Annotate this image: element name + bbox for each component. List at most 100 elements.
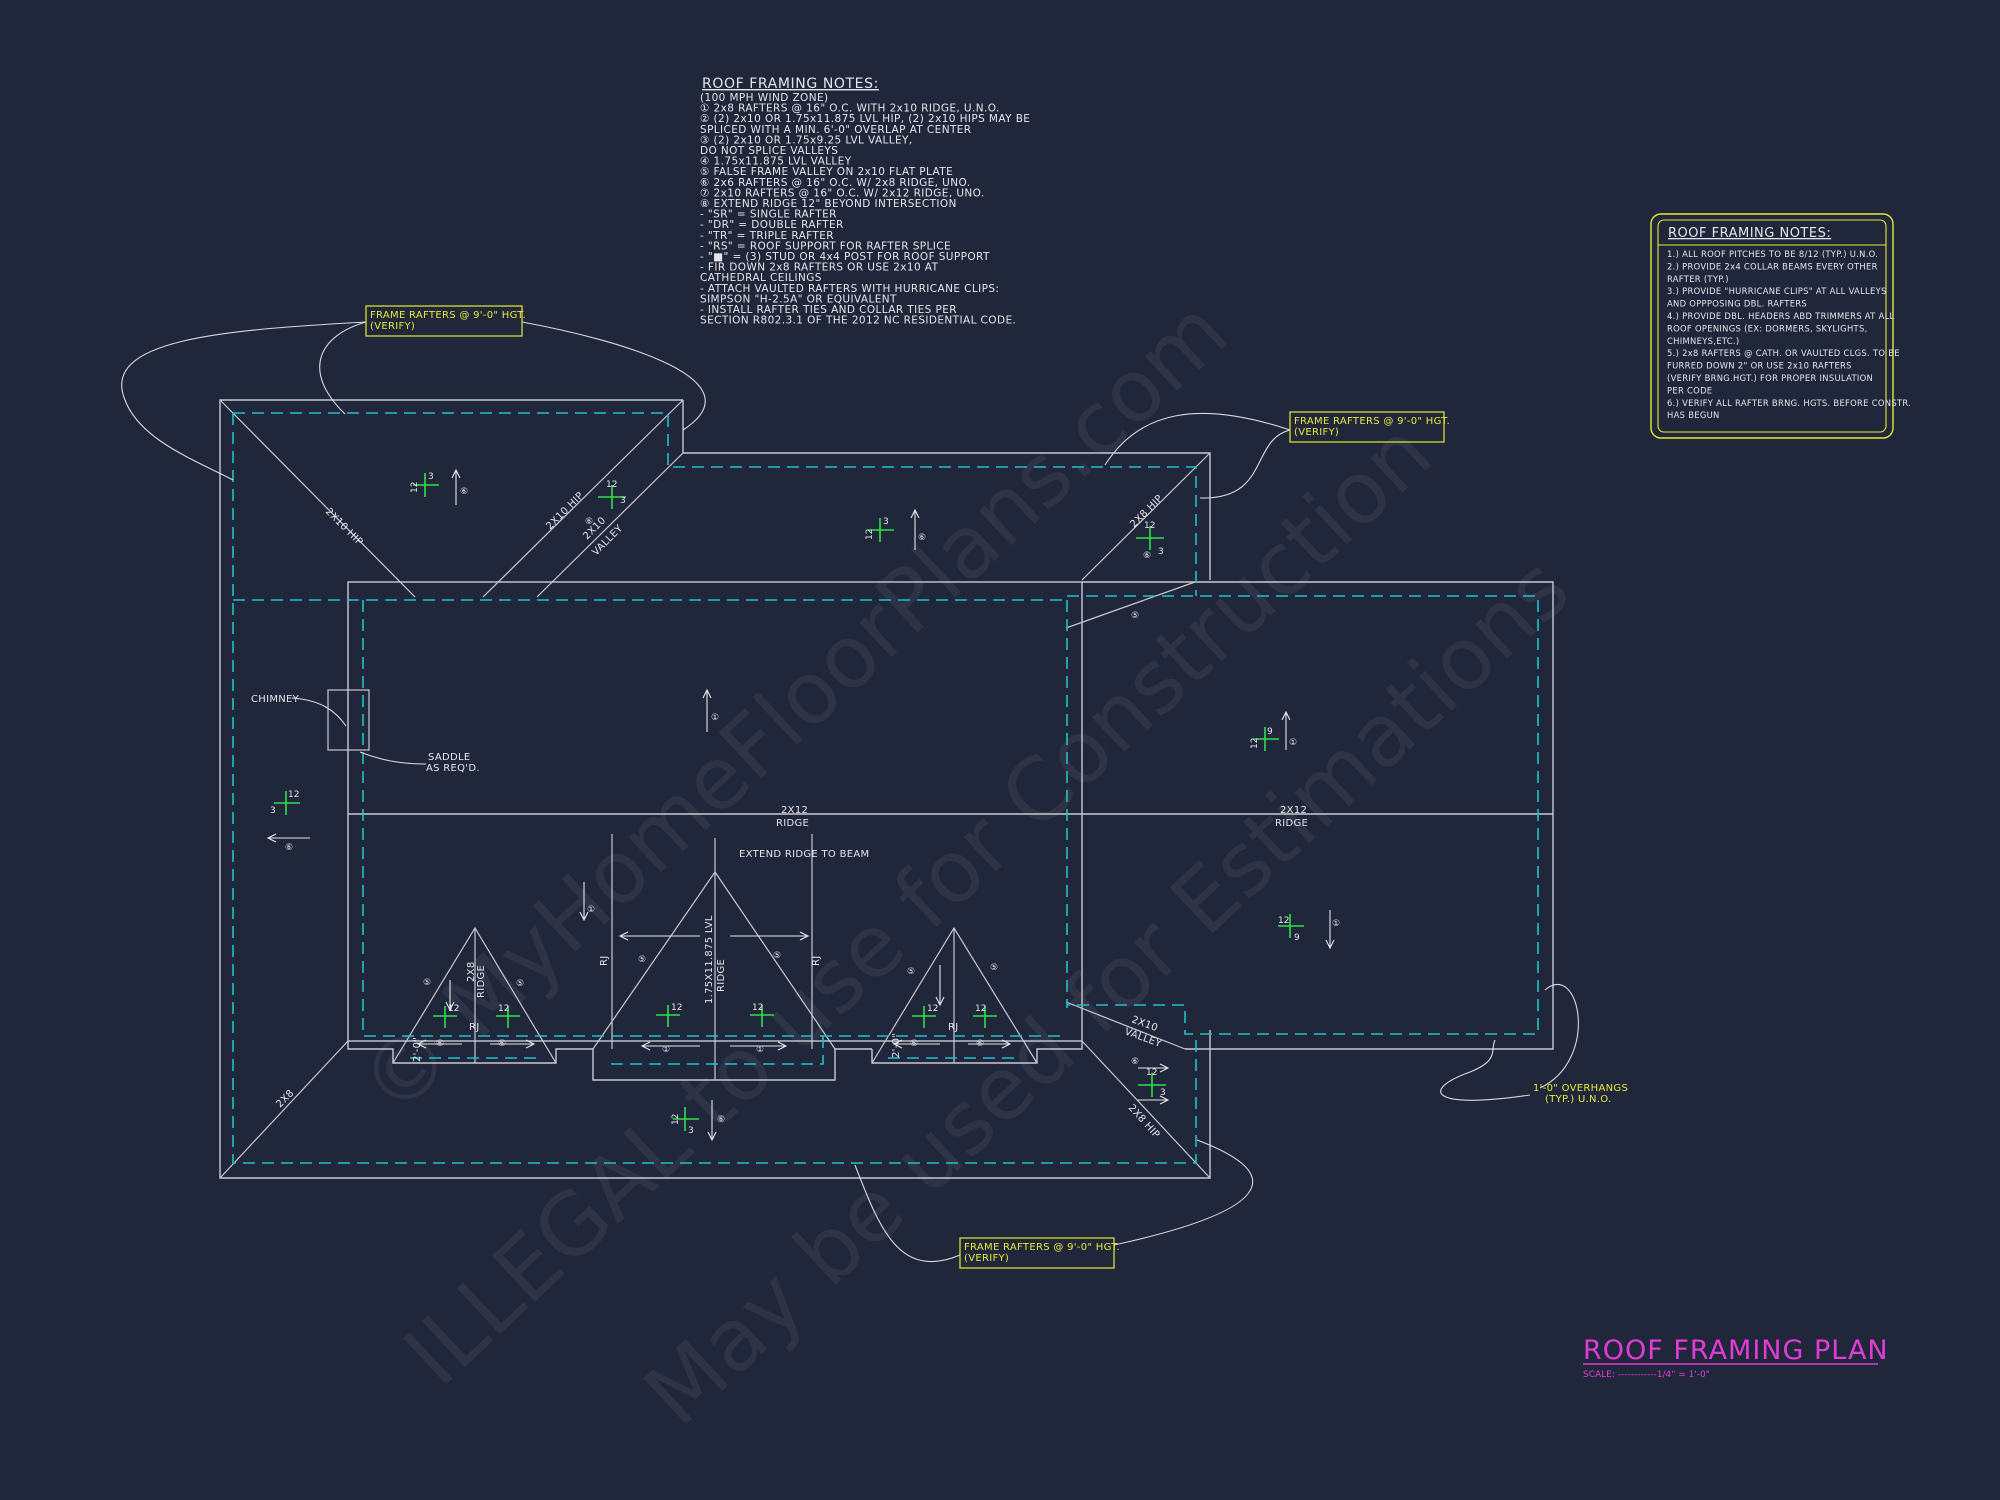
pitch-symbol: 3 12 bbox=[865, 517, 894, 542]
label-dormer-center-ridge: RIDGE bbox=[716, 959, 727, 992]
valley-right-upper bbox=[1065, 581, 1196, 629]
leader-chimney bbox=[291, 697, 347, 727]
leader-saddle bbox=[359, 751, 427, 765]
hip-lower-right bbox=[1081, 1040, 1211, 1179]
svg-text:12: 12 bbox=[671, 1114, 681, 1125]
hip-upper-left-2 bbox=[482, 399, 684, 598]
hip-upper-right bbox=[1081, 452, 1211, 581]
circled-six: ⑥ bbox=[285, 843, 293, 853]
svg-text:12: 12 bbox=[1278, 916, 1289, 926]
circled-one: ① bbox=[587, 905, 595, 915]
svg-text:12: 12 bbox=[448, 1004, 459, 1014]
hip-lower-left bbox=[219, 1040, 349, 1179]
label-saddle-req: AS REQ'D. bbox=[426, 763, 480, 774]
pitch-symbol: 9 12 bbox=[1278, 914, 1304, 943]
note-line: DO NOT SPLICE VALLEYS bbox=[700, 145, 838, 157]
svg-text:9: 9 bbox=[1267, 727, 1273, 737]
label-dim-left-dormer: 2'-0" bbox=[412, 1037, 423, 1062]
label-rj-right: RJ bbox=[811, 956, 822, 967]
label-main-ridge-word: RIDGE bbox=[776, 818, 809, 829]
svg-text:12: 12 bbox=[752, 1003, 763, 1013]
chimney-box bbox=[327, 689, 370, 751]
svg-text:(VERIFY): (VERIFY) bbox=[1294, 427, 1339, 438]
circled-six: ⑥ bbox=[976, 1039, 984, 1049]
circled-five: ⑤ bbox=[638, 955, 646, 965]
svg-text:12: 12 bbox=[865, 529, 875, 540]
roof-outline bbox=[219, 399, 1554, 1179]
svg-text:3: 3 bbox=[883, 517, 889, 527]
label-right-ridge-word: RIDGE bbox=[1275, 818, 1308, 829]
svg-text:FRAME RAFTERS @ 9'-0" HGT.: FRAME RAFTERS @ 9'-0" HGT. bbox=[964, 1242, 1120, 1253]
note-line: (VERIFY BRNG.HGT.) FOR PROPER INSULATION bbox=[1667, 373, 1873, 383]
note-line: 3.) PROVIDE "HURRICANE CLIPS" AT ALL VAL… bbox=[1667, 286, 1887, 296]
pitch-symbol: 9 12 bbox=[1250, 727, 1279, 751]
svg-text:3: 3 bbox=[1160, 1088, 1166, 1098]
pitch-symbols: 3 12 12 3 3 12 12 3 3 12 9 12 bbox=[270, 472, 1304, 1136]
note-line: - INSTALL RAFTER TIES AND COLLAR TIES PE… bbox=[700, 304, 957, 316]
wall-dashed-lines bbox=[232, 412, 1539, 1164]
leader-frame-top-left-a bbox=[121, 321, 367, 481]
dash-left-lower bbox=[232, 413, 1197, 1164]
note-line: 4.) PROVIDE DBL. HEADERS ABD TRIMMERS AT… bbox=[1667, 311, 1895, 321]
pitch-symbol: 3 12 bbox=[270, 790, 300, 816]
frame-callout-bottom: FRAME RAFTERS @ 9'-0" HGT. (VERIFY) bbox=[959, 1237, 1120, 1269]
circled-one: ① bbox=[662, 1045, 670, 1055]
note-line: 5.) 2x8 RAFTERS @ CATH. OR VAULTED CLGS.… bbox=[1667, 348, 1900, 358]
svg-text:3: 3 bbox=[688, 1126, 694, 1136]
note-line: CHIMNEYS,ETC.) bbox=[1667, 336, 1739, 346]
hip-upper-left bbox=[219, 399, 416, 598]
label-rj-dormer-left: RJ bbox=[469, 1022, 480, 1033]
circled-five: ⑤ bbox=[773, 951, 781, 961]
dash-right-wing bbox=[1067, 595, 1539, 1035]
circled-six: ⑥ bbox=[585, 517, 593, 527]
pitch-symbol: 3 12 bbox=[410, 472, 439, 497]
note-line: ② (2) 2x10 OR 1.75x11.875 LVL HIP, (2) 2… bbox=[700, 113, 1030, 125]
valley-right-lower bbox=[1065, 1001, 1186, 1050]
note-line: SIMPSON "H-2.5A" OR EQUIVALENT bbox=[700, 293, 897, 305]
note-line: ④ 1.75x11.875 LVL VALLEY bbox=[700, 156, 852, 168]
valley-upper bbox=[536, 452, 684, 598]
note-line: RAFTER (TYP.) bbox=[1667, 274, 1729, 284]
pitch-symbol: 12 3 bbox=[1136, 521, 1164, 557]
svg-text:12: 12 bbox=[498, 1004, 509, 1014]
label-2x8-hip-lower-right: 2X8 HIP bbox=[1126, 1103, 1162, 1141]
circled-one: ① bbox=[711, 713, 719, 723]
note-line: AND OPPPOSING DBL. RAFTERS bbox=[1667, 299, 1807, 309]
circled-six: ⑥ bbox=[1143, 551, 1151, 561]
label-dormer-left-2x8: 2X8 bbox=[466, 962, 477, 982]
svg-text:12: 12 bbox=[671, 1003, 682, 1013]
circled-one: ① bbox=[756, 1045, 764, 1055]
note-line: ⑤ FALSE FRAME VALLEY ON 2x10 FLAT PLATE bbox=[700, 166, 953, 178]
pitch-symbol: 12 bbox=[973, 1004, 997, 1028]
circled-one: ① bbox=[1289, 738, 1297, 748]
side-notes-title: ROOF FRAMING NOTES: bbox=[1668, 226, 1831, 241]
leader-lines bbox=[121, 321, 1579, 1262]
svg-text:3: 3 bbox=[270, 806, 276, 816]
svg-text:12: 12 bbox=[975, 1004, 986, 1014]
note-line: (100 MPH WIND ZONE) bbox=[700, 92, 829, 104]
label-saddle: SADDLE bbox=[428, 752, 470, 763]
dash-upper bbox=[233, 412, 1197, 596]
leader-overhang-a bbox=[1440, 1039, 1531, 1101]
circled-one: ① bbox=[1332, 919, 1340, 929]
circled-six: ⑥ bbox=[498, 1039, 506, 1049]
label-overhangs-typ: (TYP.) U.N.O. bbox=[1545, 1094, 1612, 1105]
pitch-symbol: 3 12 bbox=[671, 1107, 699, 1136]
right-wing-outline bbox=[1082, 581, 1554, 1050]
note-line: - ATTACH VAULTED RAFTERS WITH HURRICANE … bbox=[700, 283, 999, 295]
side-notes-lines: 1.) ALL ROOF PITCHES TO BE 8/12 (TYP.) U… bbox=[1667, 249, 1911, 420]
leader-frame-top-left-c bbox=[521, 321, 706, 431]
note-line: CATHEDRAL CEILINGS bbox=[700, 272, 822, 284]
circled-five: ⑤ bbox=[907, 967, 915, 977]
leader-frame-bottom-b bbox=[1113, 1139, 1254, 1246]
dormer-right-eave bbox=[871, 1041, 1083, 1064]
svg-text:12: 12 bbox=[410, 482, 420, 493]
title-block: ROOF FRAMING PLAN SCALE: ------------1/4… bbox=[1583, 1335, 1888, 1380]
note-line: - FIR DOWN 2x8 RAFTERS OR USE 2x10 AT bbox=[700, 262, 939, 274]
note-line: - "SR" = SINGLE RAFTER bbox=[700, 209, 837, 221]
leader-frame-right-b bbox=[1104, 412, 1291, 466]
main-notes-title: ROOF FRAMING NOTES: bbox=[702, 76, 879, 92]
note-line: HAS BEGUN bbox=[1667, 410, 1720, 420]
